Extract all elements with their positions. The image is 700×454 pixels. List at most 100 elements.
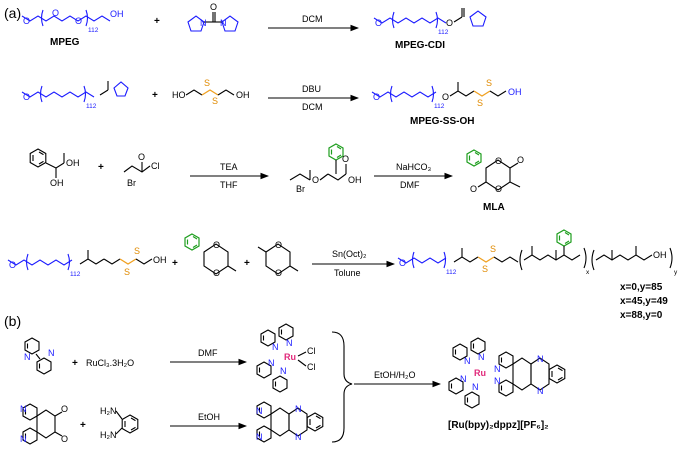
svg-text:S: S (477, 98, 483, 108)
reagent-rxn3-bottom: THF (220, 180, 238, 190)
dithiodiethanol-structure: HO S S OH (172, 78, 250, 106)
svg-text:O: O (23, 16, 30, 26)
svg-text:S: S (482, 264, 488, 274)
mla-label: MLA (483, 202, 505, 213)
svg-text:Cl: Cl (307, 362, 316, 372)
svg-text:H₂N: H₂N (100, 406, 117, 416)
plus-sign-6: + (72, 358, 78, 369)
plus-sign-3: + (98, 162, 104, 173)
svg-text:OH: OH (348, 175, 362, 185)
svg-text:OH: OH (153, 255, 167, 265)
reagent-rxn2-bottom: DCM (302, 102, 323, 112)
mla-monomer: O O (184, 233, 237, 278)
svg-text:Ru: Ru (474, 368, 486, 378)
svg-text:N: N (200, 18, 207, 28)
plus-sign: + (154, 16, 160, 27)
svg-text:N: N (537, 386, 544, 396)
svg-text:O: O (375, 18, 382, 28)
svg-text:OH: OH (50, 178, 64, 188)
svg-text:O: O (442, 92, 449, 102)
svg-text:O: O (275, 240, 282, 250)
svg-text:O: O (52, 8, 59, 18)
svg-text:S: S (204, 78, 210, 88)
svg-text:O: O (61, 404, 68, 414)
svg-text:N: N (494, 364, 501, 374)
svg-text:N: N (464, 356, 471, 366)
svg-text:O: O (495, 156, 502, 166)
svg-text:112: 112 (86, 103, 97, 110)
svg-text:HO: HO (172, 90, 186, 100)
svg-text:112: 112 (446, 269, 457, 276)
svg-text:N: N (220, 18, 227, 28)
svg-text:Cl: Cl (151, 161, 160, 171)
ru-complex-label: [Ru(bpy)₂dppz][PF₆]₂ (448, 420, 549, 431)
mandelic-acid-structure: OH OH (29, 148, 80, 188)
svg-text:N: N (537, 354, 544, 364)
reagent-rxn7: EtOH (198, 412, 220, 422)
mpeg-ss-oh-reactant: O 112 S S OH (7, 246, 167, 278)
ratio-1: x=0,y=85 (620, 282, 663, 293)
reagent-rxn8: EtOH/H₂O (374, 370, 416, 380)
reagent-rxn6: DMF (198, 348, 218, 358)
svg-text:O: O (213, 268, 220, 278)
panel-label-a: (a) (4, 5, 21, 21)
svg-text:N: N (20, 404, 27, 414)
svg-text:O: O (138, 152, 145, 162)
svg-text:Br: Br (127, 178, 136, 188)
plus-sign-2: + (152, 90, 158, 101)
ru-dppz-complex-structure: N N N N Ru N N N N (448, 337, 566, 409)
svg-text:OH: OH (653, 250, 667, 260)
svg-text:OH: OH (66, 158, 80, 168)
copolymer-structure: O 112 S S x OH y (397, 229, 678, 276)
plus-sign-7: + (80, 420, 86, 431)
svg-text:O: O (9, 260, 16, 270)
reagent-rxn4-top: NaHCO₃ (396, 162, 432, 172)
plus-sign-4: + (172, 258, 178, 269)
svg-text:O: O (275, 268, 282, 278)
svg-text:N: N (48, 348, 55, 358)
reagent-rxn5-top: Sn(Oct)₂ (332, 249, 367, 259)
reagent-rxn3-top: TEA (220, 162, 238, 172)
reagent-rxn4-bottom: DMF (400, 180, 420, 190)
svg-text:O: O (446, 18, 453, 28)
cdi-structure: O N N (187, 2, 239, 32)
svg-text:O: O (373, 92, 380, 102)
reagent-rxn5-bottom: Tolune (334, 268, 361, 278)
svg-text:N: N (256, 406, 263, 416)
svg-text:O: O (495, 184, 502, 194)
svg-text:Cl: Cl (307, 346, 316, 356)
svg-text:S: S (124, 267, 130, 277)
mpeg-label: MPEG (50, 37, 80, 48)
bromopropionyl-chloride-structure: O Cl Br (123, 152, 160, 188)
phenylenediamine-structure: H₂N H₂N (100, 406, 139, 440)
mpeg-cdi-structure: O 112 O (373, 8, 487, 36)
svg-text:O: O (75, 16, 82, 26)
ratio-2: x=45,y=49 (620, 296, 668, 307)
svg-text:N: N (478, 352, 485, 362)
svg-text:S: S (490, 244, 496, 254)
reagent-rxn1: DCM (302, 14, 323, 24)
svg-text:S: S (134, 246, 140, 256)
svg-text:N: N (280, 366, 287, 376)
svg-text:N: N (268, 358, 275, 368)
mpeg-ss-oh-structure: O 112 O S S OH (371, 78, 522, 110)
svg-text:O: O (470, 184, 477, 194)
svg-text:N: N (24, 352, 31, 362)
svg-text:Br: Br (296, 184, 305, 194)
svg-text:112: 112 (434, 103, 445, 110)
svg-text:N: N (20, 434, 27, 444)
reagent-rxn2-top: DBU (302, 84, 321, 94)
svg-text:O: O (342, 154, 349, 164)
svg-text:S: S (212, 96, 218, 106)
svg-text:y: y (674, 269, 678, 276)
panel-label-b: (b) (4, 313, 21, 329)
svg-text:O: O (312, 175, 319, 185)
dppz-structure: N N N N (256, 401, 324, 443)
rucl3-label: RuCl₃.3H₂O (86, 358, 134, 368)
phendione-structure: N N O O (20, 403, 68, 445)
svg-text:N: N (494, 376, 501, 386)
svg-text:O: O (399, 258, 406, 268)
ru-bpy2cl2-structure: N N N N Ru Cl Cl (256, 323, 316, 393)
svg-text:O: O (61, 434, 68, 444)
